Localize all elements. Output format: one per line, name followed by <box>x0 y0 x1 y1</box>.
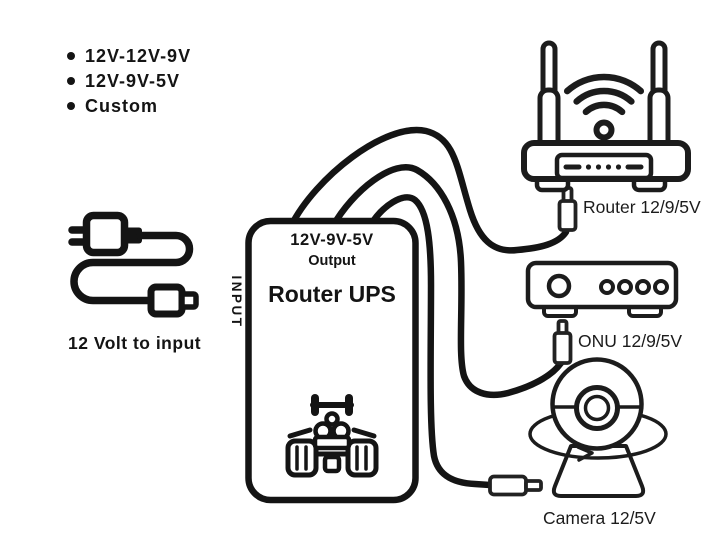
atv-steer-ring <box>324 411 340 427</box>
atv-wheel <box>285 438 319 478</box>
input-port-label: INPUT <box>229 276 244 329</box>
ups-title: Router UPS <box>268 281 396 307</box>
camera-dc-connector <box>488 474 543 497</box>
atv-icon <box>285 394 379 478</box>
swivel-arrow-icon <box>576 445 594 462</box>
wifi-dot <box>593 119 615 141</box>
atv-chassis-block <box>322 454 342 474</box>
atv-wheel <box>345 438 379 478</box>
atv-wheel-tread <box>295 445 308 471</box>
dc-plug-tip <box>179 291 199 310</box>
wifi-arc <box>563 73 645 95</box>
cable-to-onu <box>329 164 565 399</box>
ups-output-word: Output <box>308 253 356 269</box>
bullet-icon <box>67 77 75 85</box>
router-front-panel <box>554 152 654 181</box>
bullet-icon <box>67 102 75 110</box>
camera-lens <box>583 394 611 422</box>
connector-body <box>557 199 578 232</box>
cable-to-router <box>287 126 570 254</box>
onu-label: ONU 12/9/5V <box>578 331 682 351</box>
adapter-body <box>82 211 129 257</box>
bullet-icon <box>67 52 75 60</box>
connector-tip <box>524 479 543 492</box>
atv-fender <box>287 427 313 439</box>
option-item: 12V-9V-5V <box>85 71 180 91</box>
router-label: Router 12/9/5V <box>583 197 701 217</box>
output-cables <box>287 126 570 489</box>
atv-platform <box>312 434 352 451</box>
dc-plug-body <box>147 283 186 318</box>
connector-body <box>552 331 573 365</box>
ups-box-outline <box>245 217 419 504</box>
onu-led <box>617 279 633 295</box>
ups-output-modes: 12V-9V-5V <box>290 231 373 249</box>
dc-connectors <box>488 186 578 497</box>
camera-icon <box>528 357 668 498</box>
indicator-dot <box>595 164 602 170</box>
adapter-label: 12 Volt to input <box>68 333 201 353</box>
onu-led <box>635 279 651 295</box>
options-list: 12V-12V-9V 12V-9V-5V Custom <box>67 46 191 116</box>
atv-fender <box>351 427 377 439</box>
wifi-arc <box>582 101 626 116</box>
atv-wheel-tread <box>355 445 368 471</box>
cable-to-camera <box>366 194 494 489</box>
option-item: 12V-12V-9V <box>85 46 191 66</box>
router-icon <box>521 40 691 193</box>
onu-led <box>599 279 615 295</box>
input-cable <box>70 231 194 305</box>
camera-base <box>551 444 646 498</box>
wifi-icon <box>563 73 645 141</box>
option-item: Custom <box>85 96 158 116</box>
adapter-outlet <box>123 227 142 244</box>
onu-power-knob <box>546 273 572 299</box>
indicator-dot <box>615 164 622 170</box>
router-indicator-lights <box>563 164 644 170</box>
onu-led <box>653 279 669 295</box>
indicator-dot <box>605 164 612 170</box>
onu-icon <box>525 260 679 318</box>
connector-body <box>488 474 528 497</box>
router-dc-connector <box>557 186 578 232</box>
ups-box: 12V-9V-5V Output Router UPS <box>245 217 419 504</box>
power-adapter-icon <box>68 211 199 318</box>
wifi-arc <box>573 87 635 105</box>
camera-label: Camera 12/5V <box>543 508 656 528</box>
onu-dc-connector <box>552 319 573 365</box>
indicator-dot <box>585 164 592 170</box>
